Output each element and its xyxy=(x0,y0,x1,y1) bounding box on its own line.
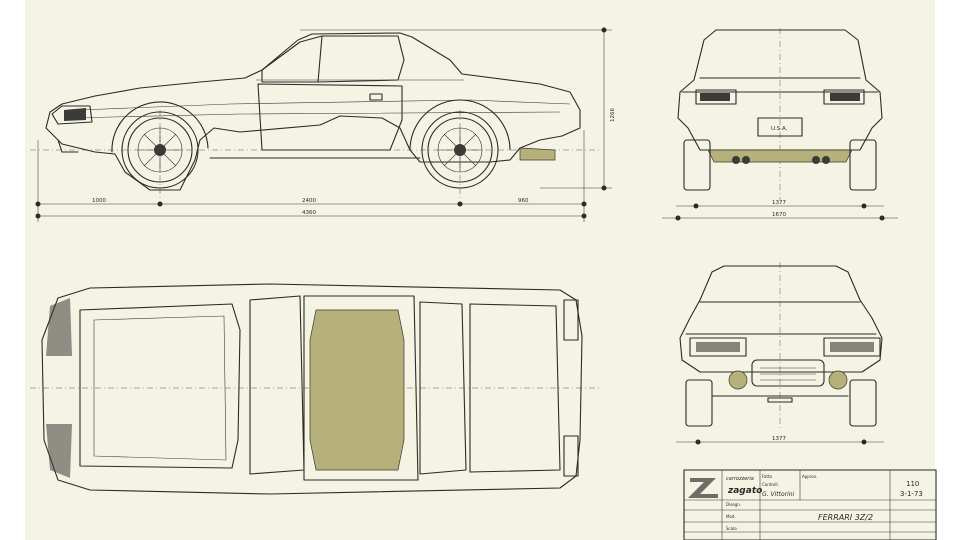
title-block xyxy=(683,469,937,540)
zagato-z-logo xyxy=(688,478,718,498)
front-wheel xyxy=(121,111,199,189)
rear-body-outline xyxy=(677,29,883,151)
field-label-mod: Mod. xyxy=(726,514,736,519)
front-view-drawing xyxy=(679,262,883,430)
field-label-scala: Scala xyxy=(726,526,737,531)
dim-overall-length: 4360 xyxy=(302,210,316,216)
rear-view-drawing: U.S.A. xyxy=(677,28,883,200)
front-dimension-lines xyxy=(676,439,884,445)
rear-wheel xyxy=(421,111,499,189)
signature: G. Vittorini xyxy=(762,491,795,498)
dim-height: 1266 xyxy=(610,108,616,122)
dim-wheelbase: 2400 xyxy=(302,198,316,204)
paper xyxy=(25,0,935,540)
front-body-outline xyxy=(679,265,883,373)
drawing-date: 3-1-73 xyxy=(900,490,923,498)
roof-panel xyxy=(309,309,405,471)
field-label-fatto: Fatto xyxy=(762,474,773,479)
field-label-approv: Approv. xyxy=(802,474,817,479)
field-label-disegn: Disegn. xyxy=(726,502,741,507)
side-dimension-lines xyxy=(35,27,612,222)
company-small-text: carrozzeria xyxy=(726,476,754,482)
field-label-controll: Controll. xyxy=(762,482,779,487)
company-logo-text: zagato xyxy=(727,486,762,496)
rear-dim-track: 1377 xyxy=(772,200,786,206)
dim-rear-overhang: 960 xyxy=(518,198,529,204)
front-dim-track: 1377 xyxy=(772,436,786,442)
front-grille xyxy=(751,359,825,387)
rear-plate-text: U.S.A. xyxy=(771,126,788,132)
rear-dim-width: 1670 xyxy=(772,212,786,218)
drawing-title: FERRARI 3Z/2 xyxy=(818,513,873,522)
side-view-drawing xyxy=(30,32,600,200)
top-view-drawing xyxy=(30,283,600,495)
rear-dimension-lines xyxy=(662,203,898,221)
rear-license-plate xyxy=(757,117,803,137)
drawing-number: 110 xyxy=(906,480,919,488)
side-body-outline xyxy=(45,32,581,191)
dim-front-overhang: 1000 xyxy=(92,198,106,204)
